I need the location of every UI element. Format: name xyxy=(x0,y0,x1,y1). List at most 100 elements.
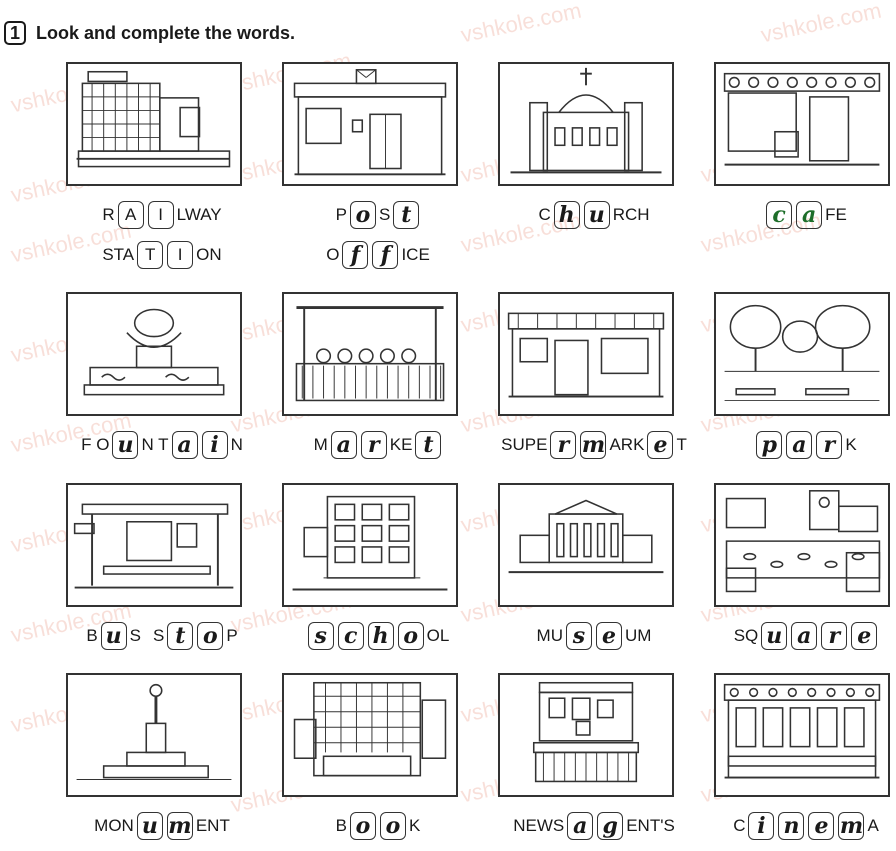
letter-box[interactable]: h xyxy=(553,201,580,229)
letter-box[interactable]: m xyxy=(580,431,607,459)
letter-box[interactable]: o xyxy=(397,622,424,650)
letter-box: I xyxy=(147,201,174,229)
letter-box[interactable]: t xyxy=(415,431,442,459)
letter-box[interactable]: t xyxy=(167,622,194,650)
watermark-text: vshkole.com xyxy=(758,0,884,48)
printed-letters: C xyxy=(538,205,551,224)
letter-box[interactable]: p xyxy=(756,431,783,459)
printed-letters: C xyxy=(733,816,746,835)
letter-box[interactable]: o xyxy=(197,622,224,650)
printed-letters: STA xyxy=(102,245,135,264)
printed-letters: P xyxy=(226,626,238,645)
letter-box[interactable]: u xyxy=(112,431,139,459)
letter-box[interactable]: c xyxy=(766,201,793,229)
park-trees-icon xyxy=(714,292,890,416)
printed-letters: MU xyxy=(536,626,563,645)
printed-letters: T xyxy=(676,435,687,454)
letter-box[interactable]: c xyxy=(337,622,364,650)
letter-box[interactable]: a xyxy=(171,431,198,459)
printed-letters: LWAY xyxy=(176,205,222,224)
letter-box[interactable]: a xyxy=(567,812,594,840)
printed-letters: P xyxy=(335,205,347,224)
market-stall-icon xyxy=(282,292,458,416)
letter-box[interactable]: a xyxy=(330,431,357,459)
letter-box[interactable]: o xyxy=(350,812,376,840)
letter-box[interactable]: o xyxy=(350,201,376,229)
printed-letters: SQ xyxy=(733,626,759,645)
letter-box[interactable]: i xyxy=(748,812,775,840)
printed-letters: O xyxy=(326,245,340,264)
printed-letters: MON xyxy=(94,816,134,835)
letter-box[interactable]: a xyxy=(791,622,818,650)
bus-shelter-icon xyxy=(66,483,242,607)
cinema-building-icon xyxy=(714,673,890,797)
school-building-icon xyxy=(282,483,458,607)
monument-statue-icon xyxy=(66,673,242,797)
fountain-icon xyxy=(66,292,242,416)
letter-box[interactable]: m xyxy=(838,812,865,840)
printed-letters: N xyxy=(230,435,243,454)
letter-box[interactable]: r xyxy=(816,431,843,459)
watermark-text: vshkole.com xyxy=(458,0,584,48)
letter-box[interactable]: s xyxy=(307,622,334,650)
printed-letters: ENT'S xyxy=(626,816,675,835)
letter-box[interactable]: e xyxy=(851,622,878,650)
printed-letters: KE xyxy=(389,435,413,454)
letter-box[interactable]: i xyxy=(201,431,228,459)
letter-box[interactable]: e xyxy=(647,431,674,459)
letter-box[interactable]: u xyxy=(100,622,127,650)
printed-letters: B xyxy=(335,816,347,835)
letter-box[interactable]: u xyxy=(761,622,788,650)
letter-box[interactable]: m xyxy=(166,812,193,840)
printed-letters: ON xyxy=(196,245,222,264)
station-building-icon xyxy=(66,62,242,186)
letter-box[interactable]: r xyxy=(550,431,577,459)
printed-letters: S xyxy=(379,205,391,224)
letter-box[interactable]: u xyxy=(136,812,163,840)
letter-box[interactable]: f xyxy=(372,241,399,269)
town-square-icon xyxy=(714,483,890,607)
letter-box[interactable]: r xyxy=(360,431,387,459)
letter-box[interactable]: h xyxy=(367,622,394,650)
museum-building-icon xyxy=(498,483,674,607)
letter-box: I xyxy=(167,241,194,269)
church-building-icon xyxy=(498,62,674,186)
letter-box[interactable]: u xyxy=(583,201,610,229)
printed-letters: F O xyxy=(81,435,110,454)
printed-letters: K xyxy=(845,435,857,454)
letter-box[interactable]: a xyxy=(786,431,813,459)
printed-letters: ICE xyxy=(401,245,430,264)
letter-box[interactable]: n xyxy=(778,812,805,840)
letter-box[interactable]: e xyxy=(596,622,622,650)
letter-box[interactable]: t xyxy=(393,201,420,229)
letter-box[interactable]: e xyxy=(808,812,835,840)
cafe-building-icon xyxy=(714,62,890,186)
exercise-number: 1 xyxy=(4,21,26,45)
letter-box[interactable]: g xyxy=(597,812,624,840)
supermarket-building-icon xyxy=(498,292,674,416)
letter-box[interactable]: s xyxy=(566,622,592,650)
printed-letters: S xyxy=(129,626,141,645)
letter-box[interactable]: r xyxy=(821,622,848,650)
letter-box[interactable]: a xyxy=(796,201,823,229)
printed-letters: FE xyxy=(825,205,847,224)
letter-box[interactable]: o xyxy=(380,812,406,840)
letter-box[interactable]: f xyxy=(342,241,369,269)
